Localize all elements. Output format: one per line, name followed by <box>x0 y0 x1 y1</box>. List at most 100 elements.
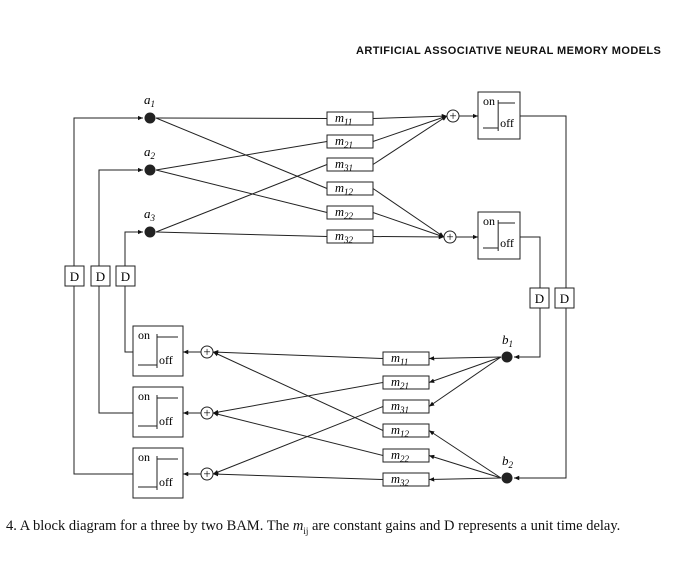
lower-threshold-switch <box>132 447 184 499</box>
gain-to-summer-wire <box>212 406 384 475</box>
gain-to-summer-wire <box>372 115 448 165</box>
lower-gain-box <box>382 351 430 366</box>
caption-lead: 4. A block diagram for a three by two BA… <box>6 518 293 534</box>
lower-gain-label: m32 <box>391 472 410 488</box>
output-to-gain-wire <box>428 477 502 482</box>
lower-threshold-switch <box>132 386 184 438</box>
delay-label: D <box>96 269 105 284</box>
upper-threshold-switch <box>477 91 521 140</box>
gain-to-summer-wire <box>372 234 445 240</box>
switch-off-label: off <box>500 236 514 250</box>
unit-delay-box <box>554 287 575 309</box>
summer-symbol: + <box>449 108 456 123</box>
feedback-wire <box>98 167 143 266</box>
output-node-label: b1 <box>502 332 513 349</box>
input-to-gain-wire <box>155 231 328 237</box>
gain-to-summer-wire <box>212 351 384 431</box>
lower-gain-box <box>382 472 430 487</box>
unit-delay-box <box>115 265 136 287</box>
output-node-b1 <box>501 351 513 363</box>
lower-gain-label: m12 <box>391 423 410 439</box>
lower-gain-label: m21 <box>391 375 409 391</box>
switch-on-label: on <box>483 94 495 108</box>
input-node-a1 <box>144 112 156 124</box>
lower-gain-label: m31 <box>391 399 409 415</box>
lower-gain-box <box>382 448 430 463</box>
output-to-gain-wire <box>428 356 502 361</box>
delay-label: D <box>535 291 544 306</box>
gain-to-summer-wire <box>372 188 445 238</box>
feedback-wire <box>520 236 541 288</box>
lower-gain-box <box>382 399 430 414</box>
upper-summing-junction <box>443 230 457 244</box>
input-node-label: a1 <box>144 92 155 109</box>
lower-threshold-switch <box>132 325 184 377</box>
delay-label: D <box>70 269 79 284</box>
summer-symbol: + <box>446 229 453 244</box>
upper-gain-label: m12 <box>335 181 354 197</box>
upper-gain-label: m32 <box>335 229 354 245</box>
feedback-wire <box>520 115 567 288</box>
gain-to-summer-wire <box>212 412 384 456</box>
unit-delay-box <box>64 265 85 287</box>
switch-on-label: on <box>138 328 150 342</box>
output-to-gain-wire <box>428 430 502 479</box>
gain-to-summer-wire <box>372 212 445 238</box>
upper-gain-box <box>326 111 374 126</box>
upper-gain-box <box>326 229 374 244</box>
switch-on-label: on <box>483 214 495 228</box>
switch-on-label: on <box>138 450 150 464</box>
upper-gain-box <box>326 157 374 172</box>
lower-gain-box <box>382 423 430 438</box>
switch-on-label: on <box>138 389 150 403</box>
gain-to-summer-wire <box>212 382 384 415</box>
delay-label: D <box>560 291 569 306</box>
summer-symbol: + <box>203 405 210 420</box>
feedback-wire <box>73 286 133 475</box>
lower-summing-junction <box>200 406 214 420</box>
input-node-label: a3 <box>144 206 156 223</box>
feedback-wire <box>514 308 567 481</box>
caption-symbol: m <box>292 518 304 534</box>
feedback-wire <box>73 115 143 266</box>
lower-gain-label: m11 <box>391 351 408 367</box>
output-to-gain-wire <box>428 454 502 479</box>
switch-off-label: off <box>159 353 173 367</box>
output-node-b2 <box>501 472 513 484</box>
summer-symbol: + <box>203 466 210 481</box>
input-to-gain-wire <box>155 169 328 213</box>
figure-caption: 4. A block diagram for a three by two BA… <box>6 518 620 536</box>
feedback-wire <box>98 286 133 414</box>
switch-off-label: off <box>500 116 514 130</box>
input-to-gain-wire <box>155 141 328 171</box>
upper-gain-box <box>326 134 374 149</box>
switch-off-label: off <box>159 414 173 428</box>
upper-gain-label: m11 <box>335 111 352 127</box>
feedback-wire <box>514 308 541 360</box>
gain-to-summer-wire <box>372 115 448 142</box>
unit-delay-box <box>529 287 550 309</box>
gain-to-summer-wire <box>212 349 384 359</box>
input-to-gain-wire <box>155 117 328 189</box>
caption-symbol-sub: ij <box>303 525 309 536</box>
gain-to-summer-wire <box>372 113 448 119</box>
upper-summing-junction <box>446 109 460 123</box>
input-node-a3 <box>144 226 156 238</box>
unit-delay-box <box>90 265 111 287</box>
feedback-wire <box>124 229 143 266</box>
lower-gain-box <box>382 375 430 390</box>
bam-block-diagram: a1a2a3b1b2m11m21m31m12m22m32m11m21m31m12… <box>64 91 575 499</box>
input-to-gain-wire <box>155 117 328 119</box>
switch-off-label: off <box>159 475 173 489</box>
upper-gain-box <box>326 205 374 220</box>
output-node-label: b2 <box>502 453 514 470</box>
output-to-gain-wire <box>428 356 502 383</box>
input-node-a2 <box>144 164 156 176</box>
upper-gain-label: m21 <box>335 134 353 150</box>
feedback-wire <box>124 286 133 353</box>
upper-gain-label: m31 <box>335 157 353 173</box>
input-to-gain-wire <box>155 164 328 233</box>
lower-summing-junction <box>200 345 214 359</box>
summer-symbol: + <box>203 344 210 359</box>
caption-tail: are constant gains and D represents a un… <box>308 518 621 534</box>
